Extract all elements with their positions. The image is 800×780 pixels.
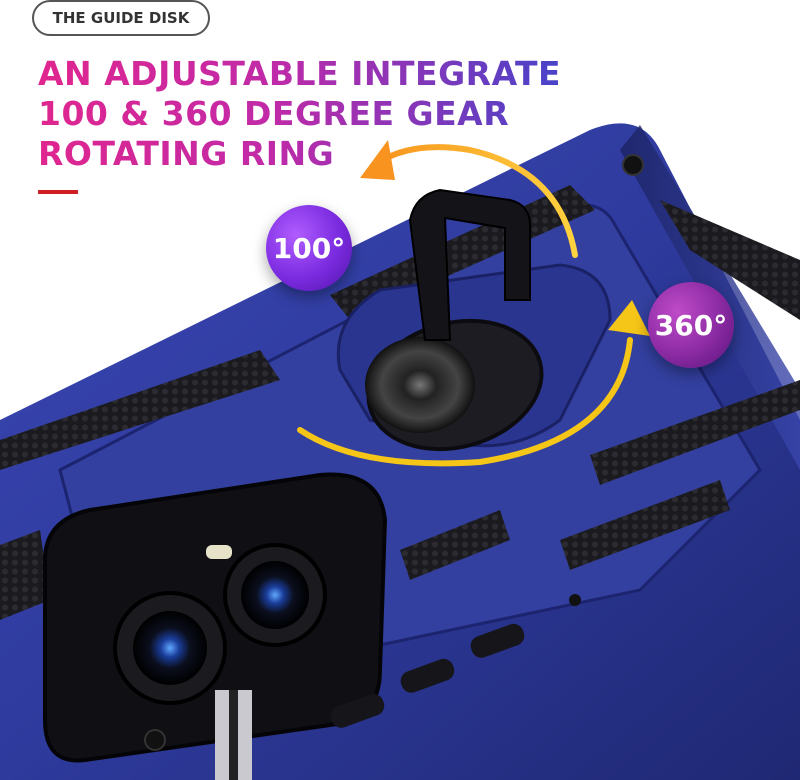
camera-lens-bottom-icon	[133, 611, 207, 685]
rotate-degree-bubble: 360°	[648, 282, 734, 368]
side-port	[569, 594, 581, 606]
badge-label: THE GUIDE DISK	[52, 9, 190, 27]
accent-bar	[38, 190, 78, 194]
tilt-arrow	[372, 144, 578, 258]
grip-strip-top-right	[660, 200, 800, 320]
grip-strip-lower-left	[0, 530, 50, 620]
tilt-arrowhead	[360, 140, 395, 180]
headline: AN ADJUSTABLE INTEGRATED 100 & 360 DEGRE…	[38, 54, 589, 174]
camera-lens-top-icon	[241, 561, 309, 629]
rotate-arrowhead	[608, 300, 650, 336]
corner-screw-bottom	[144, 729, 166, 751]
guide-disk-badge: THE GUIDE DISK	[32, 0, 210, 36]
tilt-degree-bubble: 100°	[266, 205, 352, 291]
headline-line-3: ROTATING RING	[38, 134, 558, 174]
grip-strip-mid	[400, 510, 510, 580]
flash-icon	[206, 545, 232, 559]
grip-strip-lower-right	[560, 480, 730, 570]
bumper-ridges	[215, 690, 252, 780]
ring-loop	[408, 188, 531, 341]
side-button-3	[330, 693, 385, 728]
grip-strip-right	[590, 380, 800, 485]
corner-screw-top	[622, 154, 644, 176]
ring-disk	[365, 337, 475, 433]
side-button-1	[470, 623, 525, 658]
rotate-degree-label: 360°	[654, 308, 728, 342]
tilt-degree-label: 100°	[272, 231, 346, 265]
headline-line-1: AN ADJUSTABLE INTEGRATED	[38, 54, 589, 93]
headline-line-2: 100 & 360 DEGREE GEAR	[38, 94, 558, 134]
rotate-arrow	[297, 337, 633, 467]
side-button-2	[400, 658, 455, 693]
grip-strip-left	[0, 350, 280, 470]
